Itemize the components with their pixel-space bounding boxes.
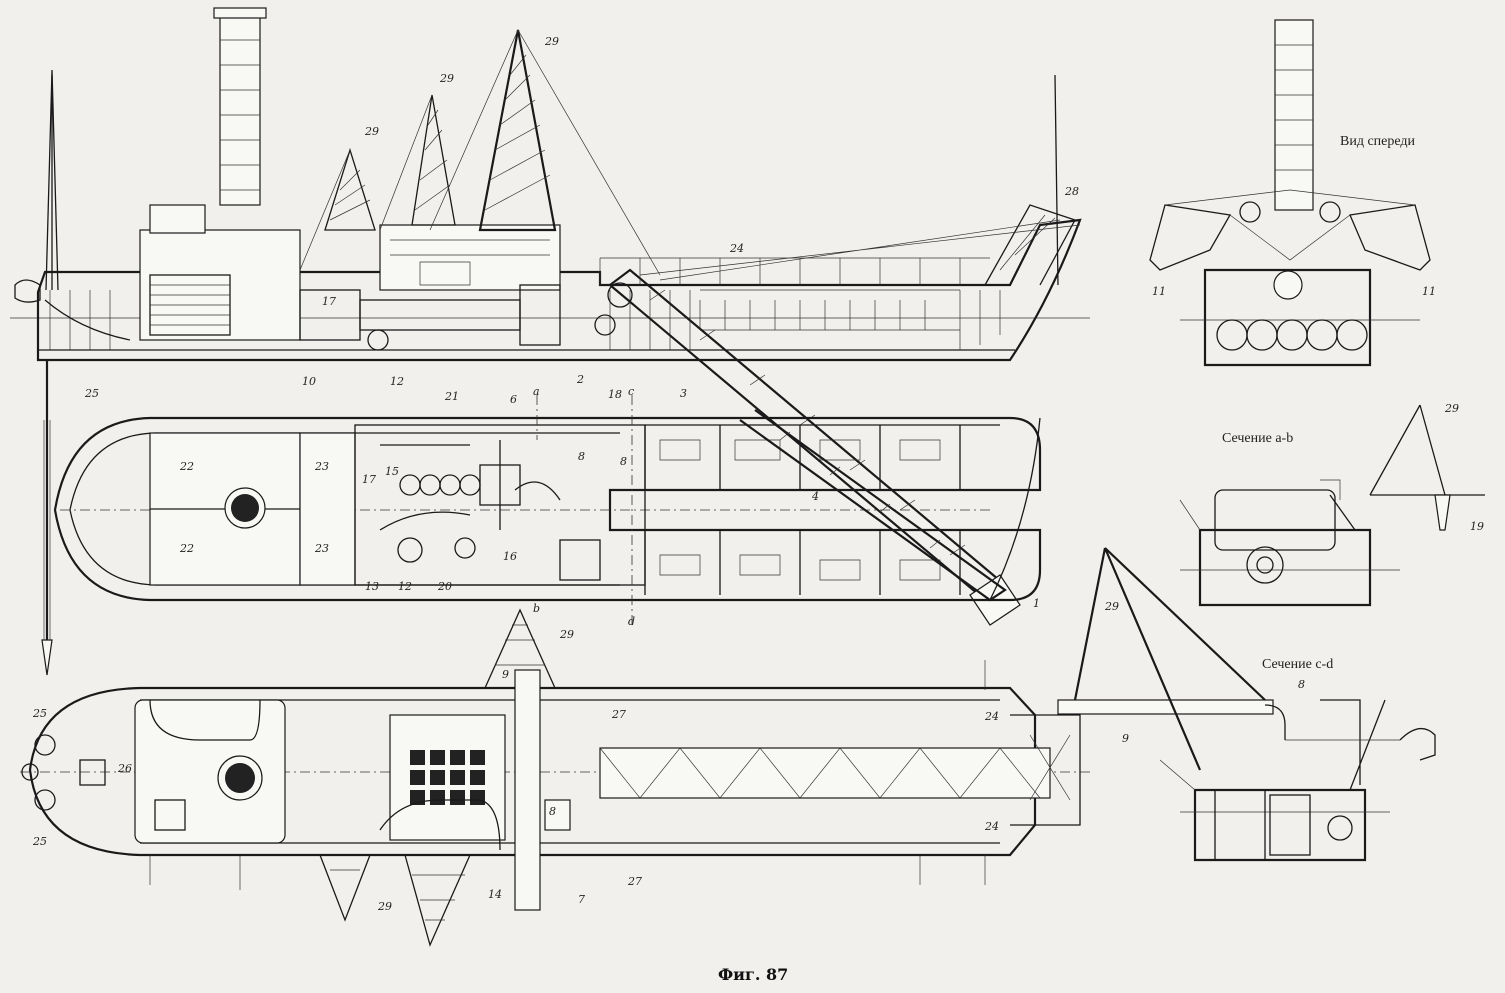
callout-label: 9: [1122, 732, 1129, 745]
part-number-callouts: 29 29 29 28 24 17 10 12 2 3 25 21 6 18 2…: [32, 35, 1484, 913]
callout-label: 6: [510, 393, 517, 406]
callout-label: 19: [1470, 520, 1484, 533]
callout-label: 15: [385, 465, 399, 478]
section-cd-title: Сечение c-d: [1262, 657, 1333, 672]
callout-label: 27: [627, 875, 642, 888]
callout-label: 29: [1104, 600, 1119, 613]
callout-label: 29: [439, 72, 454, 85]
callout-label: 10: [302, 375, 316, 388]
callout-label: 24: [984, 710, 999, 723]
callout-label: 8: [578, 450, 585, 463]
view-titles: Вид спереди Сечение a-b Сечение c-d a b …: [533, 134, 1416, 984]
main-deck-plan-view: [53, 395, 1042, 625]
callout-label: 29: [559, 628, 574, 641]
callout-label: 29: [364, 125, 379, 138]
callout-label: 14: [488, 888, 502, 901]
callout-label: 8: [620, 455, 627, 468]
section-cd-view: [1057, 547, 1436, 862]
callout-label: 12: [398, 580, 412, 593]
section-marker-d: d: [628, 615, 635, 628]
callout-label: 4: [811, 490, 819, 503]
grid-hatches: [410, 750, 485, 805]
callout-label: 25: [32, 707, 47, 720]
figure-caption: Фиг. 87: [718, 965, 788, 984]
section-ab-title: Сечение a-b: [1222, 431, 1293, 446]
funnel: [213, 7, 267, 206]
callout-label: 28: [1064, 185, 1079, 198]
callout-label: 22: [179, 460, 194, 473]
callout-label: 16: [503, 550, 517, 563]
callout-label: 29: [377, 900, 392, 913]
callout-label: 7: [578, 893, 585, 906]
callout-label: 24: [984, 820, 999, 833]
callout-label: 2: [576, 373, 584, 386]
front-view: [1149, 19, 1431, 367]
callout-label: 9: [502, 668, 509, 681]
section-ab-view: [1179, 404, 1485, 607]
callout-label: 25: [84, 387, 99, 400]
callout-label: 23: [314, 542, 329, 555]
callout-label: 24: [729, 242, 744, 255]
section-marker-c: c: [628, 385, 634, 398]
callout-label: 25: [32, 835, 47, 848]
callout-label: 22: [179, 542, 194, 555]
callout-label: 17: [362, 473, 376, 486]
side-elevation-view: [10, 7, 1090, 676]
callout-label: 11: [1152, 285, 1166, 298]
callout-label: 3: [680, 387, 687, 400]
upper-deck-plan-view: [20, 608, 1090, 947]
callout-label: 29: [1444, 402, 1459, 415]
callout-label: 17: [322, 295, 336, 308]
callout-label: 20: [437, 580, 452, 593]
callout-label: 21: [444, 390, 459, 403]
callout-label: 27: [611, 708, 626, 721]
callout-label: 29: [544, 35, 559, 48]
callout-label: 13: [365, 580, 379, 593]
callout-label: 26: [117, 762, 132, 775]
callout-label: 23: [314, 460, 329, 473]
callout-label: 11: [1422, 285, 1436, 298]
front-view-title: Вид спереди: [1340, 134, 1416, 149]
callout-label: 8: [549, 805, 556, 818]
suction-ladder: [608, 268, 1021, 626]
callout-label: 18: [608, 388, 622, 401]
section-marker-b: b: [533, 602, 540, 615]
callout-label: 1: [1033, 597, 1040, 610]
derrick-towers-side: [299, 29, 661, 276]
callout-label: 12: [390, 375, 404, 388]
section-marker-a: a: [533, 385, 540, 398]
callout-label: 8: [1298, 678, 1305, 691]
